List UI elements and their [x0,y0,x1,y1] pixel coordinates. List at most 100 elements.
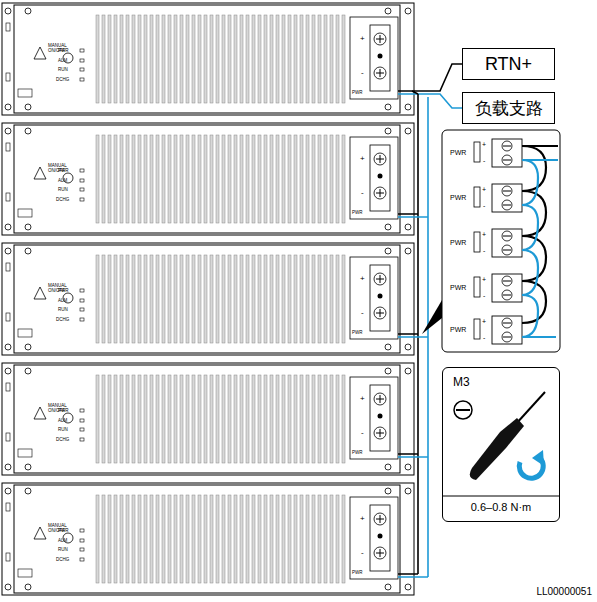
fin [312,135,315,223]
fin [252,495,255,583]
fin [324,135,327,223]
fin [96,135,99,223]
power-module [2,123,414,235]
fin [156,135,159,223]
fin [150,495,153,583]
stroke [503,205,511,206]
screw [385,104,391,110]
indicator-label: ALM [58,59,67,64]
fin [210,375,213,463]
inset-pointer [422,300,442,334]
stroke [380,549,381,557]
fin [126,495,129,583]
terminal-screw [502,231,512,241]
fin [180,375,183,463]
module-housing [2,123,414,235]
led [80,188,84,191]
fin [186,135,189,223]
fin [306,495,309,583]
fin [120,255,123,343]
fin [330,255,333,343]
fin [186,15,189,103]
fin [108,15,111,103]
fin [162,495,165,583]
led [80,539,84,542]
fin [216,375,219,463]
fin [318,375,321,463]
terminal-screw [502,155,512,165]
terminal-screw [374,307,386,319]
fin [282,495,285,583]
fin [288,135,291,223]
fin [222,375,225,463]
fin [294,255,297,343]
terminal-label: PWR [450,149,466,156]
fin [294,135,297,223]
screw [5,224,11,230]
callout-box: RTN+ [462,48,555,80]
terminal-block [492,316,522,344]
fin [150,375,153,463]
fin [312,495,315,583]
terminal-screw [374,67,386,79]
pwr-bracket [474,277,480,297]
terminal-label: PWR [450,194,466,201]
fin [264,495,267,583]
fin [108,375,111,463]
fin [342,255,345,343]
fin [222,495,225,583]
fin [204,255,207,343]
polarity-mark: + [360,35,365,43]
fin [222,135,225,223]
stroke [380,275,381,283]
terminal-area [350,137,398,219]
fin [252,15,255,103]
terminal-label: PWR [450,239,466,246]
slot [6,263,10,271]
fin [126,15,129,103]
stroke [503,281,511,282]
terminal-area [350,377,398,459]
fin [318,135,321,223]
fin [108,255,111,343]
front-panel [14,485,400,593]
polarity-mark: - [361,69,364,77]
fin [102,375,105,463]
stroke [380,155,381,163]
slot [6,23,10,31]
led [80,548,84,551]
led [80,78,84,81]
warning-icon [34,527,46,539]
fin [120,15,123,103]
fin [210,135,213,223]
stroke [380,395,381,403]
fin [270,375,273,463]
screw [405,224,411,230]
fin [114,15,117,103]
fin [132,15,135,103]
fin [108,495,111,583]
screw [405,584,411,590]
fin [276,255,279,343]
fin [150,255,153,343]
fin [198,135,201,223]
stroke [503,337,511,338]
fin [222,255,225,343]
fin [216,495,219,583]
load-bus [398,97,428,577]
warning-icon [34,47,46,59]
fin [132,135,135,223]
fin [192,255,195,343]
screw [5,128,11,134]
slot [6,433,10,441]
fin [216,135,219,223]
terminal-screw [502,332,512,342]
slot [6,383,10,391]
fin [246,375,249,463]
indicator-label: PWR [58,409,69,414]
polarity-mark: + [360,515,365,523]
screw [385,464,391,470]
fin [246,495,249,583]
fin [222,15,225,103]
